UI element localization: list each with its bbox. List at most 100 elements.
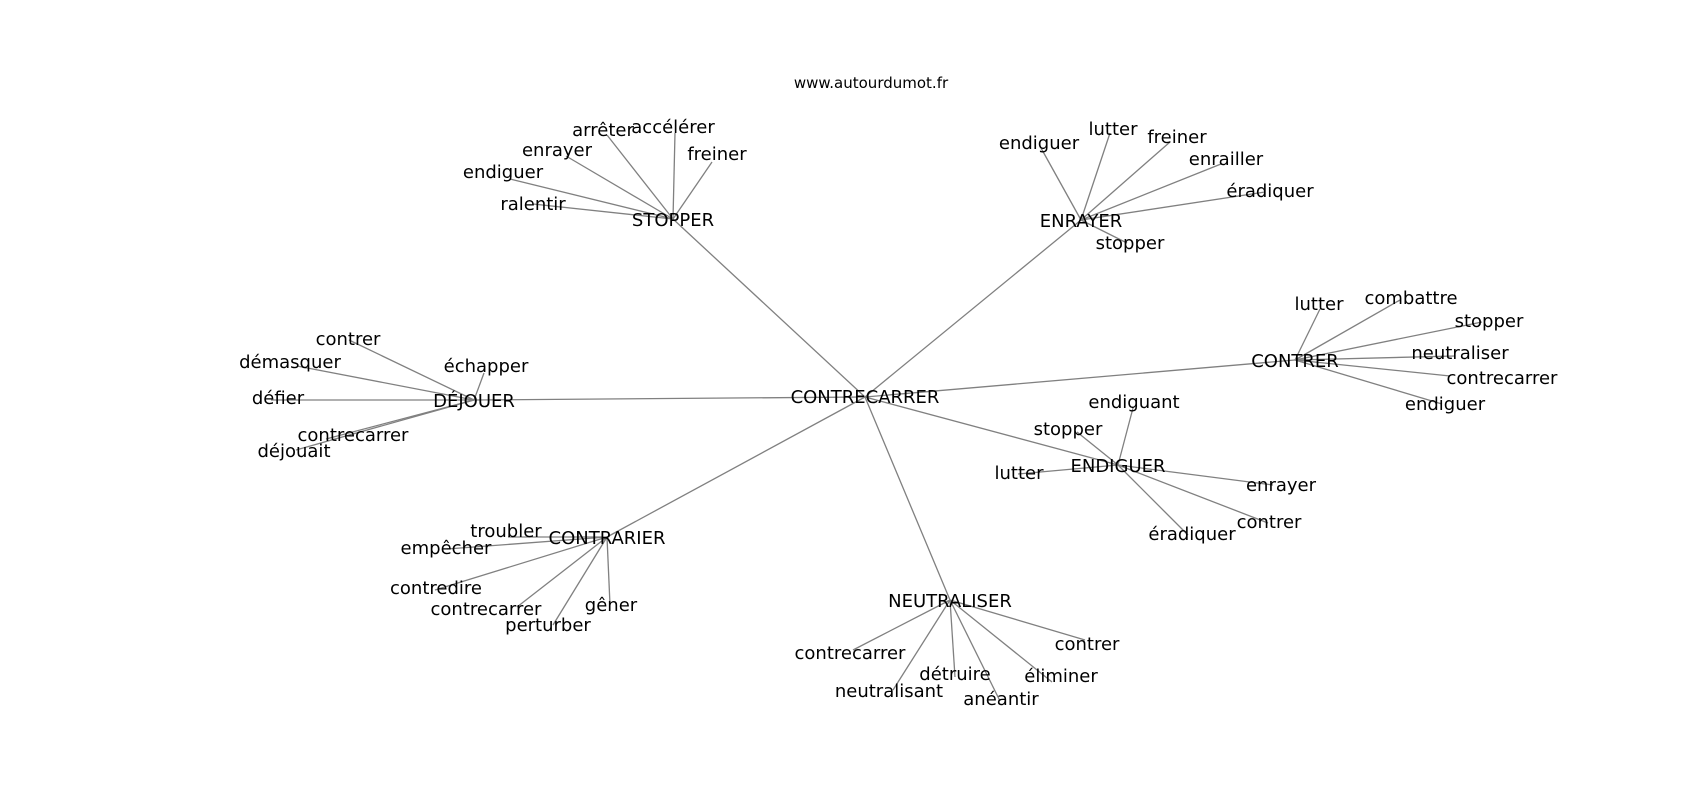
edge-center-endiguer (864, 396, 1119, 466)
edge-endiguer-contrer (1117, 464, 1269, 524)
site-credit: www.autourdumot.fr (794, 74, 949, 92)
leaf-node-contrer-stopper: stopper (1455, 311, 1524, 332)
leaf-node-neutraliser-eliminer: éliminer (1024, 666, 1098, 687)
leaf-node-neutraliser-aneantir: anéantir (963, 689, 1039, 710)
edge-contrer-endiguer (1294, 359, 1443, 405)
leaf-node-stopper-accelerer: accélérer (631, 117, 715, 138)
edge-contrarier-empecher (446, 536, 608, 550)
leaf-node-neutraliser-contrer: contrer (1055, 634, 1120, 655)
leaf-node-contrer-lutter: lutter (1295, 294, 1345, 315)
leaf-node-stopper-enrayer: enrayer (522, 140, 593, 161)
hub-node-endiguer: ENDIGUER (1070, 456, 1165, 477)
leaf-node-endiguer-enrayer: enrayer (1246, 475, 1317, 496)
edge-contrer-neutraliser (1294, 355, 1456, 361)
edge-enrayer-enrailler (1080, 163, 1222, 221)
center-node-label: CONTRECARRER (791, 387, 940, 408)
edge-dejouer-echapper (473, 372, 485, 401)
edge-contrarier-contrecarrer (516, 536, 608, 608)
edge-stopper-ralentir (532, 203, 674, 220)
leaf-node-dejouer-dejouait: déjouait (257, 441, 330, 462)
edge-endiguer-eradiquer (1117, 464, 1189, 536)
leaf-node-stopper-arreter: arrêter (572, 120, 634, 141)
leaf-node-contrarier-troubler: troubler (470, 521, 542, 542)
leaf-node-stopper-endiguer: endiguer (463, 162, 544, 183)
edge-stopper-accelerer (672, 132, 676, 220)
edge-neutraliser-detruire (949, 599, 956, 678)
leaf-node-contrer-contrecarrer: contrecarrer (1447, 368, 1559, 389)
edge-neutraliser-neutralisant (892, 599, 951, 691)
leaf-node-contrer-neutraliser: neutraliser (1411, 343, 1509, 364)
leaf-node-dejouer-echapper: échapper (444, 356, 529, 377)
edge-stopper-endiguer (509, 178, 674, 220)
edge-dejouer-contrer (348, 339, 475, 401)
edge-stopper-arreter (606, 134, 674, 220)
leaf-node-dejouer-demasquer: démasquer (239, 352, 341, 373)
edge-endiguer-lutter (1017, 464, 1119, 475)
leaf-node-contrarier-empecher: empêcher (401, 538, 492, 559)
edge-endiguer-endiguant (1117, 407, 1134, 466)
leaf-node-enrayer-eradiquer: éradiquer (1226, 181, 1314, 202)
edge-center-contrarier (606, 396, 866, 538)
leaf-node-contrer-combattre: combattre (1364, 288, 1457, 309)
edge-stopper-enrayer (565, 155, 674, 220)
edge-contrer-stopper (1294, 321, 1483, 361)
leaf-node-enrayer-freiner: freiner (1147, 127, 1207, 148)
edge-enrayer-eradiquer (1080, 191, 1266, 221)
leaf-node-endiguer-eradiquer: éradiquer (1148, 524, 1236, 545)
leaf-node-contrarier-gener: gêner (585, 595, 638, 616)
leaf-node-enrayer-endiguer: endiguer (999, 133, 1080, 154)
leaf-node-contrarier-perturber: perturber (505, 615, 591, 636)
hub-node-neutraliser: NEUTRALISER (888, 591, 1012, 612)
leaf-node-contrarier-contrecarrer: contrecarrer (431, 599, 543, 620)
edge-contrer-contrecarrer (1294, 359, 1451, 377)
edges (271, 132, 1483, 702)
leaf-node-endiguer-contrer: contrer (1237, 512, 1302, 533)
edge-contrarier-contredire (434, 536, 608, 591)
leaf-node-neutraliser-contrecarrer: contrecarrer (795, 643, 907, 664)
edge-contrer-lutter (1294, 308, 1321, 361)
edge-enrayer-endiguer (1040, 147, 1082, 221)
edge-contrarier-gener (606, 536, 611, 606)
leaf-node-contrer-endiguer: endiguer (1405, 394, 1486, 415)
hub-node-stopper: STOPPER (632, 210, 714, 231)
edge-dejouer-demasquer (296, 365, 475, 401)
edge-enrayer-freiner (1080, 141, 1171, 221)
edge-center-neutraliser (864, 396, 951, 601)
leaf-node-enrayer-stopper: stopper (1096, 233, 1165, 254)
edge-stopper-freiner (672, 161, 713, 220)
leaf-node-dejouer-contrecarrer: contrecarrer (298, 425, 410, 446)
edge-endiguer-enrayer (1117, 464, 1274, 486)
edge-center-enrayer (864, 219, 1082, 398)
edge-neutraliser-eliminer (949, 599, 1053, 683)
leaf-node-enrayer-enrailler: enrailler (1189, 149, 1264, 170)
leaf-node-enrayer-lutter: lutter (1089, 119, 1139, 140)
edge-center-dejouer (473, 396, 866, 401)
leaf-node-neutraliser-neutralisant: neutralisant (835, 681, 943, 702)
leaf-node-endiguer-lutter: lutter (995, 463, 1045, 484)
edge-enrayer-stopper (1080, 219, 1128, 244)
edge-neutraliser-contrecarrer (852, 599, 951, 651)
leaf-node-dejouer-contrer: contrer (316, 329, 381, 350)
leaf-node-contrarier-contredire: contredire (390, 578, 482, 599)
leaf-node-endiguer-endiguant: endiguant (1088, 392, 1179, 413)
leaf-node-stopper-freiner: freiner (687, 144, 747, 165)
edge-neutraliser-aneantir (949, 599, 1001, 702)
hub-node-dejouer: DÉJOUER (433, 390, 515, 412)
edge-contrarier-perturber (552, 536, 608, 626)
edge-contrer-combattre (1294, 299, 1401, 361)
hub-node-enrayer: ENRAYER (1040, 211, 1122, 232)
leaf-node-neutraliser-detruire: détruire (919, 664, 990, 685)
leaf-node-dejouer-defier: défier (252, 388, 305, 409)
edge-endiguer-stopper (1076, 431, 1119, 466)
leaf-node-endiguer-stopper: stopper (1034, 419, 1103, 440)
hub-node-contrer: CONTRER (1251, 351, 1339, 372)
leaf-node-stopper-ralentir: ralentir (500, 194, 566, 215)
edge-center-contrer (864, 359, 1296, 398)
edge-dejouer-dejouait (295, 399, 475, 451)
edge-enrayer-lutter (1080, 132, 1111, 221)
edge-neutraliser-contrer (949, 599, 1086, 641)
hub-node-contrarier: CONTRARIER (549, 528, 666, 549)
edge-center-stopper (672, 218, 866, 398)
